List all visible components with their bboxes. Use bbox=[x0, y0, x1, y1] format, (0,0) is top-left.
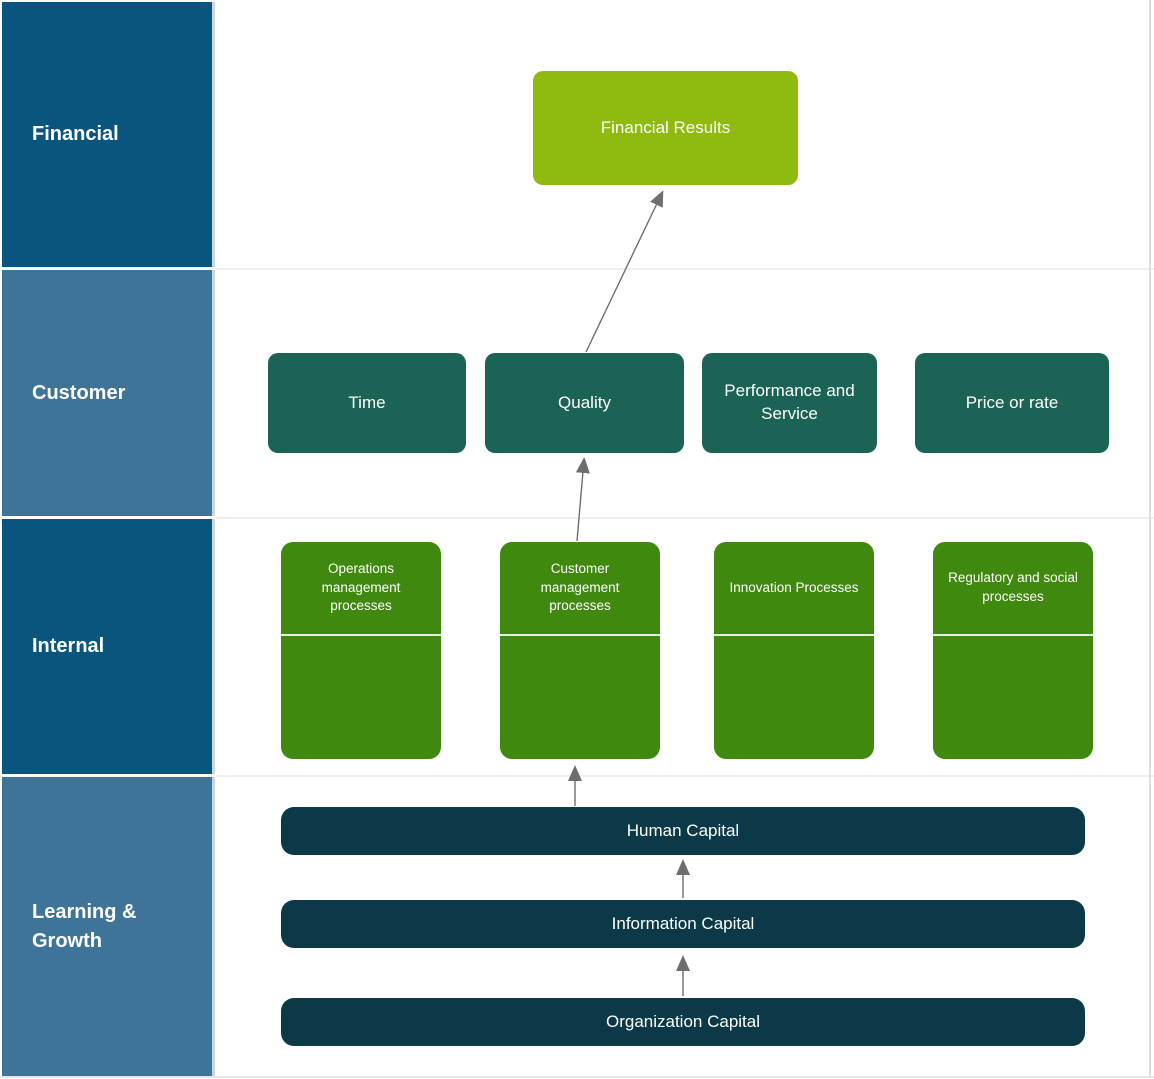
node-organization-capital-label: Organization Capital bbox=[605, 1012, 761, 1031]
canvas-bottom-border bbox=[0, 1076, 1154, 1078]
node-customer-management-processes-label: Customer management processes bbox=[500, 542, 660, 636]
lane-header-financial[interactable]: Financial bbox=[2, 2, 215, 267]
node-regulatory-and-social-processes[interactable]: Regulatory and social processes bbox=[933, 542, 1093, 759]
node-human-capital-label: Human Capital bbox=[626, 821, 740, 840]
node-time-label: Time bbox=[348, 392, 386, 412]
node-information-capital[interactable]: Information Capital bbox=[281, 900, 1085, 948]
node-innovation-processes-body bbox=[714, 636, 874, 757]
row-divider-customer-internal bbox=[215, 517, 1154, 519]
node-human-capital[interactable]: Human Capital bbox=[281, 807, 1085, 855]
node-operations-management-processes-label: Operations management processes bbox=[281, 542, 441, 636]
lane-label-financial: Financial bbox=[32, 123, 119, 145]
row-divider-internal-learning bbox=[215, 775, 1154, 777]
node-financial-results[interactable]: Financial Results bbox=[533, 71, 798, 185]
node-innovation-processes-label: Innovation Processes bbox=[714, 542, 874, 636]
lane-header-internal[interactable]: Internal bbox=[2, 519, 215, 774]
node-customer-management-processes[interactable]: Customer management processes bbox=[500, 542, 660, 759]
lane-header-customer[interactable]: Customer bbox=[2, 270, 215, 516]
lane-label-customer: Customer bbox=[32, 381, 126, 404]
arrow-customer-management-to-quality bbox=[575, 457, 590, 542]
node-operations-management-processes-body bbox=[281, 636, 441, 757]
node-quality[interactable]: Quality bbox=[485, 353, 684, 453]
node-quality-label: Quality bbox=[558, 392, 611, 412]
row-divider-financial-customer bbox=[215, 268, 1154, 270]
node-financial-results-label: Financial Results bbox=[600, 118, 731, 137]
node-time[interactable]: Time bbox=[268, 353, 466, 453]
node-innovation-processes[interactable]: Innovation Processes bbox=[714, 542, 874, 759]
arrow-quality-to-financial-results bbox=[585, 190, 664, 353]
node-performance-and-service-label: Performance and Service bbox=[724, 381, 855, 423]
lane-label-learning-growth: Learning & Growth bbox=[32, 900, 137, 952]
node-customer-management-processes-body bbox=[500, 636, 660, 757]
node-information-capital-label: Information Capital bbox=[611, 914, 755, 933]
node-regulatory-and-social-processes-body bbox=[933, 636, 1093, 757]
canvas-right-border bbox=[1149, 0, 1151, 1077]
node-organization-capital[interactable]: Organization Capital bbox=[281, 998, 1085, 1046]
node-price-or-rate-label: Price or rate bbox=[965, 392, 1059, 412]
lane-label-internal: Internal bbox=[32, 635, 105, 657]
node-price-or-rate[interactable]: Price or rate bbox=[915, 353, 1109, 453]
node-performance-and-service[interactable]: Performance and Service bbox=[702, 353, 877, 453]
node-operations-management-processes[interactable]: Operations management processes bbox=[281, 542, 441, 759]
lane-header-learning-growth[interactable]: Learning & Growth bbox=[2, 777, 215, 1076]
node-regulatory-and-social-processes-label: Regulatory and social processes bbox=[933, 542, 1093, 636]
